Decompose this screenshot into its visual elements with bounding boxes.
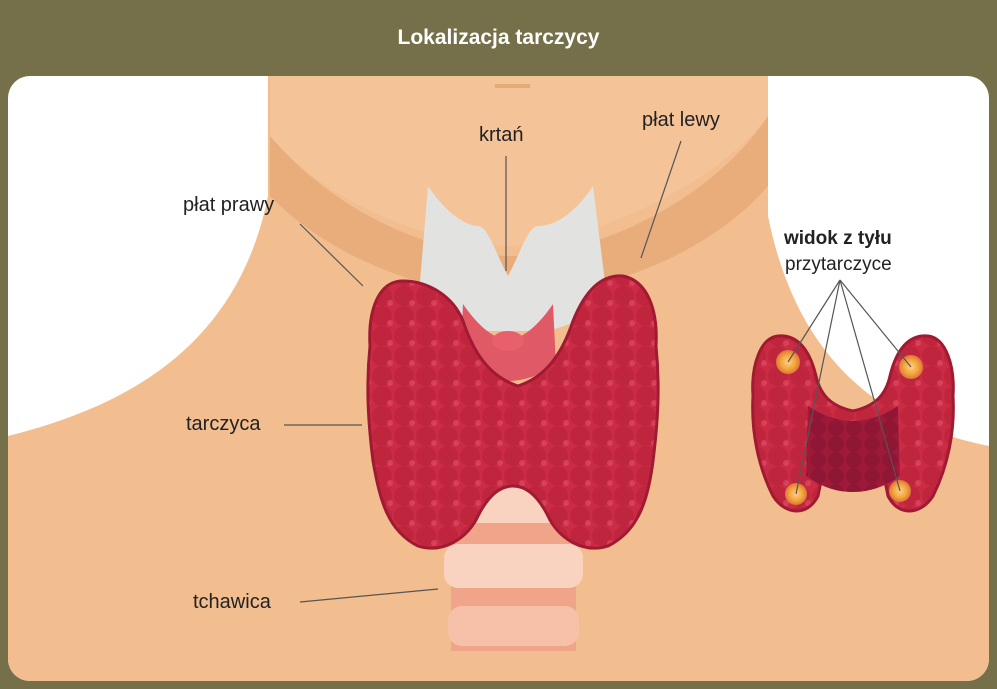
label-back-view: widok z tyłu (784, 228, 892, 250)
label-trachea: tchawica (193, 591, 271, 614)
figure-title: Lokalizacja tarczycy (0, 0, 997, 76)
label-right-lobe: płat prawy (183, 194, 274, 217)
neck-illustration (8, 76, 989, 681)
back-view-thyroid (753, 336, 954, 511)
label-larynx: krtań (479, 124, 523, 147)
illustration-panel: krtań płat lewy płat prawy tarczyca tcha… (8, 76, 989, 681)
label-thyroid: tarczyca (186, 413, 260, 436)
label-parathyroids: przytarczyce (785, 254, 892, 276)
label-left-lobe: płat lewy (642, 109, 720, 132)
